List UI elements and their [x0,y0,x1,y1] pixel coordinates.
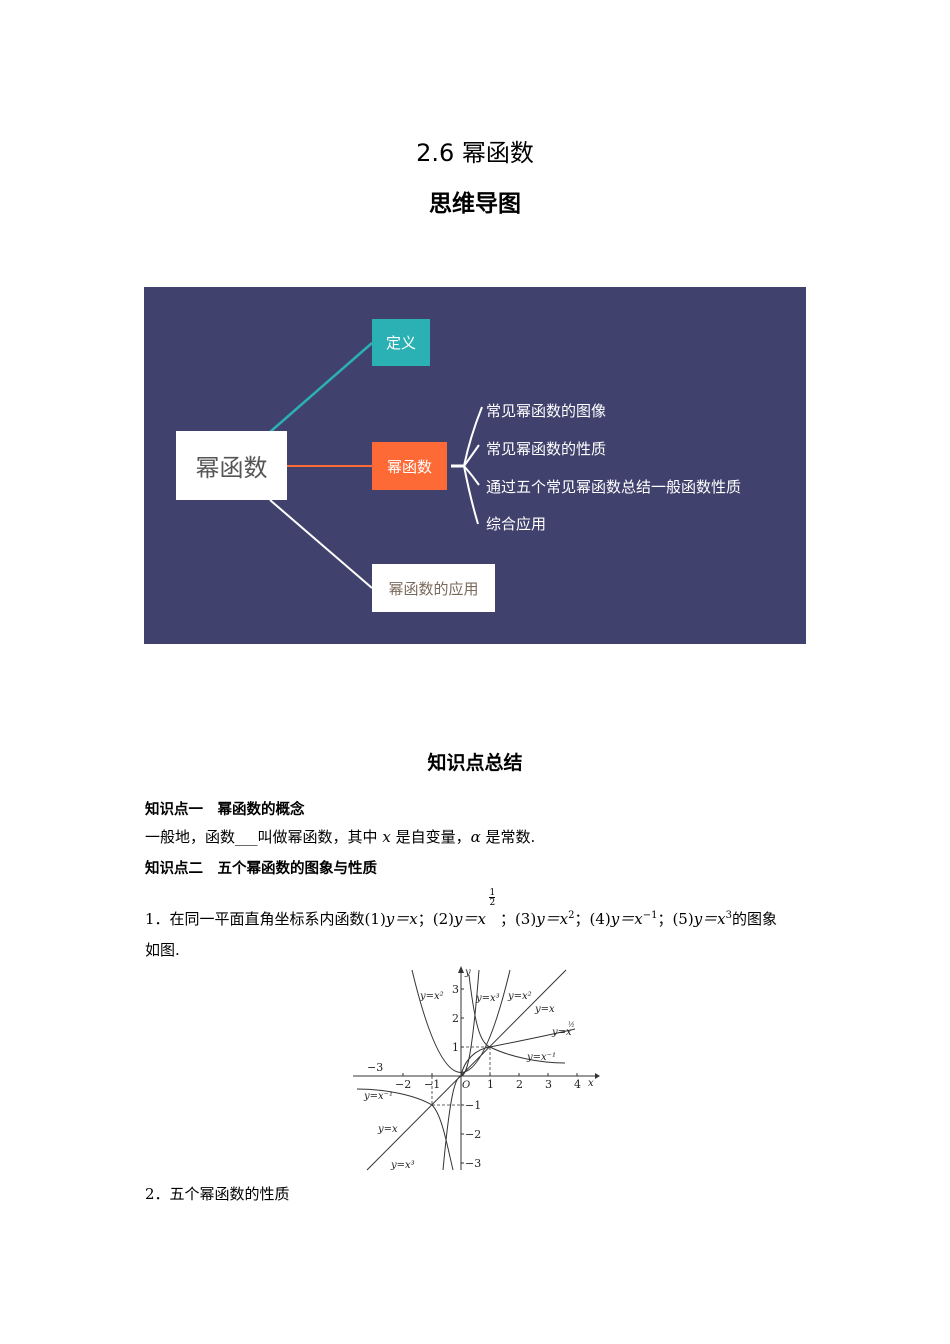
curve-label: y=x [377,1124,398,1135]
text-segment: 1．在同一平面直角坐标系内函数(1) [145,910,386,928]
x-tick-label: −3 [367,1061,383,1074]
curve-label-exponent: ½ [568,1021,575,1029]
formula-lhs: y＝ [453,910,478,928]
x-tick-label: 4 [574,1078,581,1091]
y-tick-label: 3 [452,983,459,996]
item-1-line-2: 如图. [145,941,180,959]
curve-label: y=x² [419,991,444,1002]
text-segment: 的图象 [732,910,778,928]
x-tick-label: −1 [424,1078,440,1091]
text-segment: 叫做幂函数，其中 [257,828,378,846]
mindmap-node-power-function: 幂函数 [372,442,447,490]
fraction-numerator: 1 [489,888,496,898]
text-segment: 是常数. [485,828,536,846]
x-tick-label: 2 [516,1078,523,1091]
curve-label: y=x² [507,991,532,1002]
exponent: −1 [642,910,658,921]
exponent: 2 [568,910,575,921]
y-axis-label: y [464,967,471,978]
curve-label: y=x [534,1004,555,1015]
y-tick-label: 2 [452,1012,459,1025]
knowledge-summary-heading: 知识点总结 [427,752,523,774]
curve-label: y=x³ [475,993,500,1004]
formula-y-x2: y＝x [536,910,569,928]
knowledge-point-1-title: 知识点一 幂函数的概念 [145,802,305,818]
curve-label: y=x³ [390,1160,415,1171]
variable-x: x [382,828,391,846]
y-tick-label: −2 [465,1128,481,1141]
y-tick-label: −1 [465,1099,481,1112]
mindmap-node-definition: 定义 [372,319,430,366]
text-segment: 一般地，函数 [145,828,236,846]
x-tick-label: 1 [487,1078,494,1091]
curve-label: y=x [551,1027,572,1038]
x-tick-label: 3 [545,1078,552,1091]
document-title: 2.6 幂函数 [416,139,534,167]
exponent: 3 [725,910,732,921]
text-segment: ；(4) [574,910,611,928]
graph-svg: −3 −2 −1 1 2 3 4 x y O 3 2 1 −1 −2 −3 y=… [353,966,600,1171]
text-segment: ；(3) [499,910,537,928]
mindmap-root-node: 幂函数 [176,431,287,500]
formula-y-x3: y＝x [693,910,726,928]
y-tick-label: −3 [465,1157,481,1170]
item-2-text: 2．五个幂函数的性质 [145,1185,290,1203]
mindmap-connectors [269,342,483,589]
formula-y-xinv: y＝x [610,910,643,928]
mindmap-branch-item: 综合应用 [486,515,547,533]
formula-base: x [477,910,486,928]
mindmap-diagram: 幂函数 定义 幂函数 幂函数的应用 常见幂函数的图像 常见幂函数的性质 通过五个… [144,287,806,644]
power-functions-graph: −3 −2 −1 1 2 3 4 x y O 3 2 1 −1 −2 −3 y=… [350,965,600,1173]
mindmap-branch-item: 常见幂函数的图像 [486,402,607,420]
text-segment: ；(2) [417,910,454,928]
mindmap-branch-item: 常见幂函数的性质 [486,440,607,458]
variable-alpha: α [470,828,481,846]
mindmap-branch-item: 通过五个常见幂函数总结一般函数性质 [486,478,742,496]
mindmap-node-application: 幂函数的应用 [372,564,495,612]
curve-label: y=x⁻¹ [363,1091,393,1102]
text-segment: ；(5) [657,910,694,928]
knowledge-point-1-text: 一般地，函数___叫做幂函数，其中 x 是自变量，α 是常数. [145,826,535,847]
x-axis-label: x [588,1078,594,1089]
curve-label: y=x⁻¹ [526,1052,556,1063]
y-tick-label: 1 [452,1041,459,1054]
text-segment: 是自变量， [395,828,471,846]
fill-blank: ___ [235,828,258,846]
knowledge-point-2-title: 知识点二 五个幂函数的图象与性质 [145,861,377,877]
formula-y-x: y＝x [385,910,418,928]
origin-label: O [462,1080,470,1091]
mindmap-heading: 思维导图 [429,191,521,217]
fraction-denominator: 2 [489,897,496,908]
x-tick-label: −2 [395,1078,411,1091]
